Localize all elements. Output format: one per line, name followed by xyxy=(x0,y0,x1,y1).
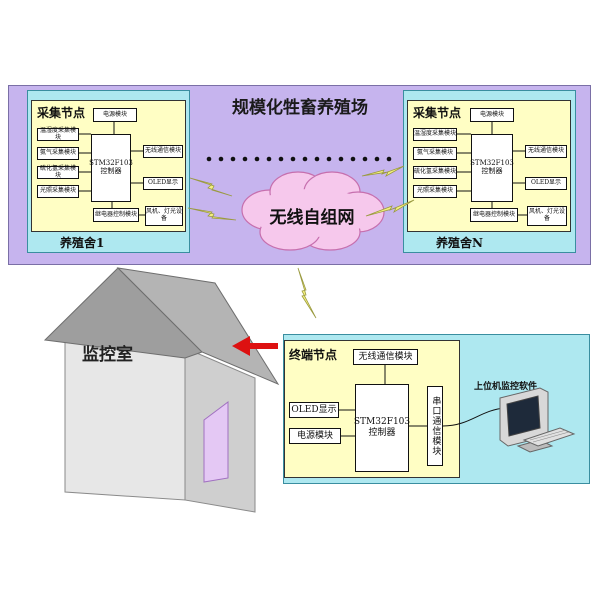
fan-light-devices-1: 风机、灯光设备 xyxy=(145,206,183,226)
mcu-controller-n: STM32F103控制器 xyxy=(470,134,514,202)
terminal-node-title: 终端节点 xyxy=(289,348,338,362)
red-arrow xyxy=(232,336,278,356)
power-module-1: 电源模块 xyxy=(93,108,137,122)
ammonia-module-n: 氨气采集模块 xyxy=(413,147,457,160)
house-1-label: 养殖舍1 xyxy=(60,236,105,250)
oled-display-1: OLED显示 xyxy=(143,177,183,190)
house-roof-right xyxy=(116,267,280,386)
house-n-label: 养殖舍N xyxy=(436,236,483,250)
power-module-n: 电源模块 xyxy=(470,108,514,122)
relay-module-n: 继电器控制模块 xyxy=(470,208,518,222)
h2s-module-n: 硫化氢采集模块 xyxy=(413,166,457,179)
terminal-oled-display: OLED显示 xyxy=(289,402,339,418)
fan-light-devices-n: 风机、灯光设备 xyxy=(527,206,567,226)
wireless-module-n: 无线通信模块 xyxy=(525,145,567,158)
node-1-connectors xyxy=(79,122,145,216)
lightning-left-upper xyxy=(189,177,233,197)
terminal-connectors xyxy=(339,365,506,437)
farm-title: 规模化牲畜养殖场 xyxy=(232,98,368,118)
relay-module-1: 继电器控制模块 xyxy=(93,208,139,222)
wireless-module-1: 无线通信模块 xyxy=(143,145,183,158)
lightning-right-upper xyxy=(361,165,405,177)
collection-node-n-title: 采集节点 xyxy=(413,106,462,120)
lightning-down xyxy=(297,267,317,319)
pc-software-label: 上位机监控软件 xyxy=(474,382,538,392)
wireless-network-label: 无线自组网 xyxy=(269,208,355,228)
oled-display-n: OLED显示 xyxy=(525,177,567,190)
h2s-module-1: 硫化氢采集模块 xyxy=(37,165,79,179)
light-module-1: 光照采集模块 xyxy=(37,185,79,198)
ammonia-module-1: 氨气采集模块 xyxy=(37,147,79,160)
temp-humidity-module-n: 温湿度采集模块 xyxy=(413,128,457,141)
house-door xyxy=(203,401,229,483)
collection-node-1-title: 采集节点 xyxy=(37,106,86,120)
network-cloud-core xyxy=(250,189,374,237)
monitor-room-label: 监控室 xyxy=(82,345,133,365)
ellipsis-dots xyxy=(206,156,392,162)
node-n-connectors xyxy=(457,122,527,216)
temp-humidity-module-1: 温湿度采集模块 xyxy=(37,127,79,141)
computer-icon xyxy=(499,387,576,453)
terminal-serial-module: 串口通信模块 xyxy=(427,386,443,466)
terminal-wireless-module: 无线通信模块 xyxy=(353,349,418,365)
lightning-left-lower xyxy=(187,207,237,221)
light-module-n: 光照采集模块 xyxy=(413,185,457,198)
terminal-mcu-controller: STM32F103控制器 xyxy=(354,384,410,472)
mcu-controller-1: STM32F103控制器 xyxy=(89,134,133,202)
lightning-right-lower xyxy=(365,199,415,217)
terminal-power-module: 电源模块 xyxy=(289,428,341,444)
